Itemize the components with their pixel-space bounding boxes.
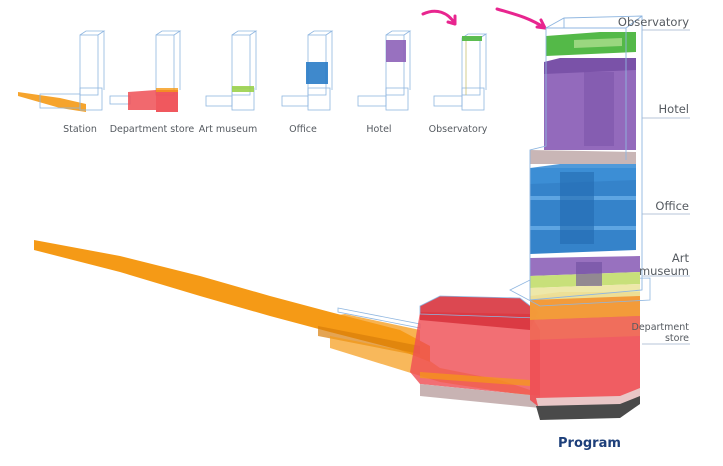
label-observatory: Observatory	[617, 15, 689, 29]
office-highlight	[306, 62, 328, 84]
podium-station-band	[420, 372, 530, 386]
department-highlight	[156, 88, 178, 92]
station-platform	[318, 314, 420, 344]
department-highlight	[128, 90, 156, 110]
station-highlight	[18, 92, 86, 112]
department-mid-band	[530, 316, 640, 340]
department-store-podium	[410, 295, 540, 408]
diagram-title: Program	[558, 436, 621, 451]
tower-envelope	[529, 15, 643, 301]
tower-outline	[205, 30, 258, 111]
label-art-museum-line2: museum	[638, 264, 689, 278]
label-department-store-line1: Department	[631, 322, 690, 333]
hotel-transfer-floor	[530, 150, 636, 164]
office-core	[560, 172, 594, 244]
art-museum-volume	[530, 256, 640, 300]
thumbnail-label-hotel: Hotel	[366, 124, 392, 135]
observatory-volume	[546, 32, 636, 56]
hotel-core	[584, 72, 614, 146]
thumbnail-department-store	[109, 30, 182, 112]
observatory-highlight	[462, 36, 482, 41]
thumbnail-art-museum	[205, 30, 258, 111]
department-foot	[536, 396, 640, 420]
thumbnail-label-art-museum: Art museum	[198, 124, 258, 135]
department-outline	[509, 277, 651, 307]
art-museum-highlight	[232, 86, 254, 92]
thumbnail-label-department-store: Department store	[109, 124, 195, 135]
tower-outline	[357, 30, 412, 111]
label-hotel: Hotel	[658, 102, 689, 116]
station-platform-side	[318, 326, 420, 356]
tower-outline	[39, 30, 106, 111]
department-highlight	[156, 90, 178, 112]
office-volume	[530, 164, 636, 254]
observatory-deck	[574, 38, 622, 48]
label-art-museum: Art museum	[639, 252, 689, 278]
thumbnail-station	[18, 30, 106, 112]
art-museum-core	[576, 262, 602, 286]
podium-base	[420, 384, 540, 408]
art-museum-light-band	[530, 284, 640, 300]
label-office: Office	[655, 199, 689, 213]
podium-top	[420, 296, 538, 330]
thumbnail-office	[281, 30, 334, 111]
label-department-store-line2: store	[664, 333, 689, 344]
thumbnail-label-office: Office	[289, 124, 317, 135]
thumbnail-label-observatory: Observatory	[428, 124, 488, 135]
label-department-store: Department store	[632, 322, 690, 344]
tower-outline	[433, 33, 488, 111]
thumbnail-label-station: Station	[63, 124, 97, 135]
hotel-highlight	[386, 40, 406, 62]
thumbnail-hotel	[357, 30, 412, 111]
label-art-museum-line1: Art	[671, 251, 689, 265]
hotel-top	[544, 58, 636, 74]
thumbnail-observatory	[433, 33, 488, 111]
annotation-arrow-icon	[421, 9, 457, 26]
hotel-volume	[530, 58, 636, 164]
annotation-arrow-icon	[495, 7, 547, 30]
department-store-block	[509, 277, 651, 420]
